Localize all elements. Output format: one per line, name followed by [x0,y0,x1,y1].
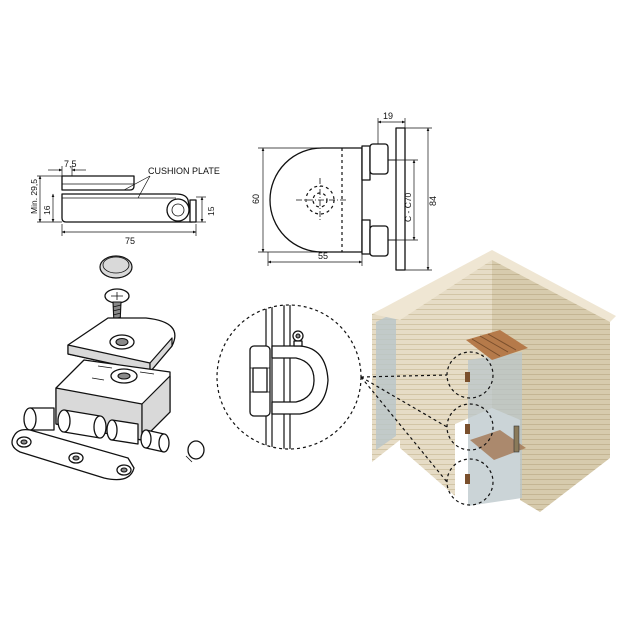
wood-benches [466,330,528,460]
zoom-detail [216,304,362,450]
hinge-marker-middle [465,424,470,434]
dim-19-label: 19 [383,111,393,121]
sauna-room-render [360,250,616,512]
side-view-drawing: 7,5 CUSHION PLATE Min. 29,5 16 15 75 [29,159,220,246]
lower-knuckle-base [361,219,371,255]
zoom-circle [216,304,362,450]
front-view-drawing: 19 60 55 C - C70 84 [251,111,438,271]
dim-16-label: 16 [42,205,52,215]
screw-cap [99,255,133,279]
cushion-plate [61,175,135,191]
end-cap [187,440,205,460]
dim-55-label: 55 [318,251,328,261]
dim-7-5-label: 7,5 [64,159,77,169]
upper-knuckle-base [361,145,371,181]
dim-15-label: 15 [206,206,216,216]
dim-min-29-5-label: Min. 29,5 [29,179,39,214]
wall-plate [395,127,406,271]
dim-cc70-label: C - C70 [403,192,413,222]
glass-door [468,352,522,506]
dim-84-label: 84 [428,196,438,206]
hinge-highlight-bottom [446,458,494,506]
end-plate [189,199,197,223]
exploded-view-drawing [11,255,205,481]
door-handle [513,425,520,453]
knuckle-circle [166,198,190,222]
hinge-highlight-middle [446,403,494,451]
dim-60-label: 60 [251,194,261,204]
lower-knuckle [369,225,389,257]
hinge-marker-bottom [465,474,470,484]
knuckle-cylinders [23,407,170,453]
dim-75-label: 75 [125,236,135,246]
hinge-u-profile [271,345,329,415]
hinge-marker-top [465,372,470,382]
hinge-highlight-top [446,351,494,399]
upper-knuckle [369,143,389,175]
cushion-plate-label: CUSHION PLATE [148,166,220,176]
